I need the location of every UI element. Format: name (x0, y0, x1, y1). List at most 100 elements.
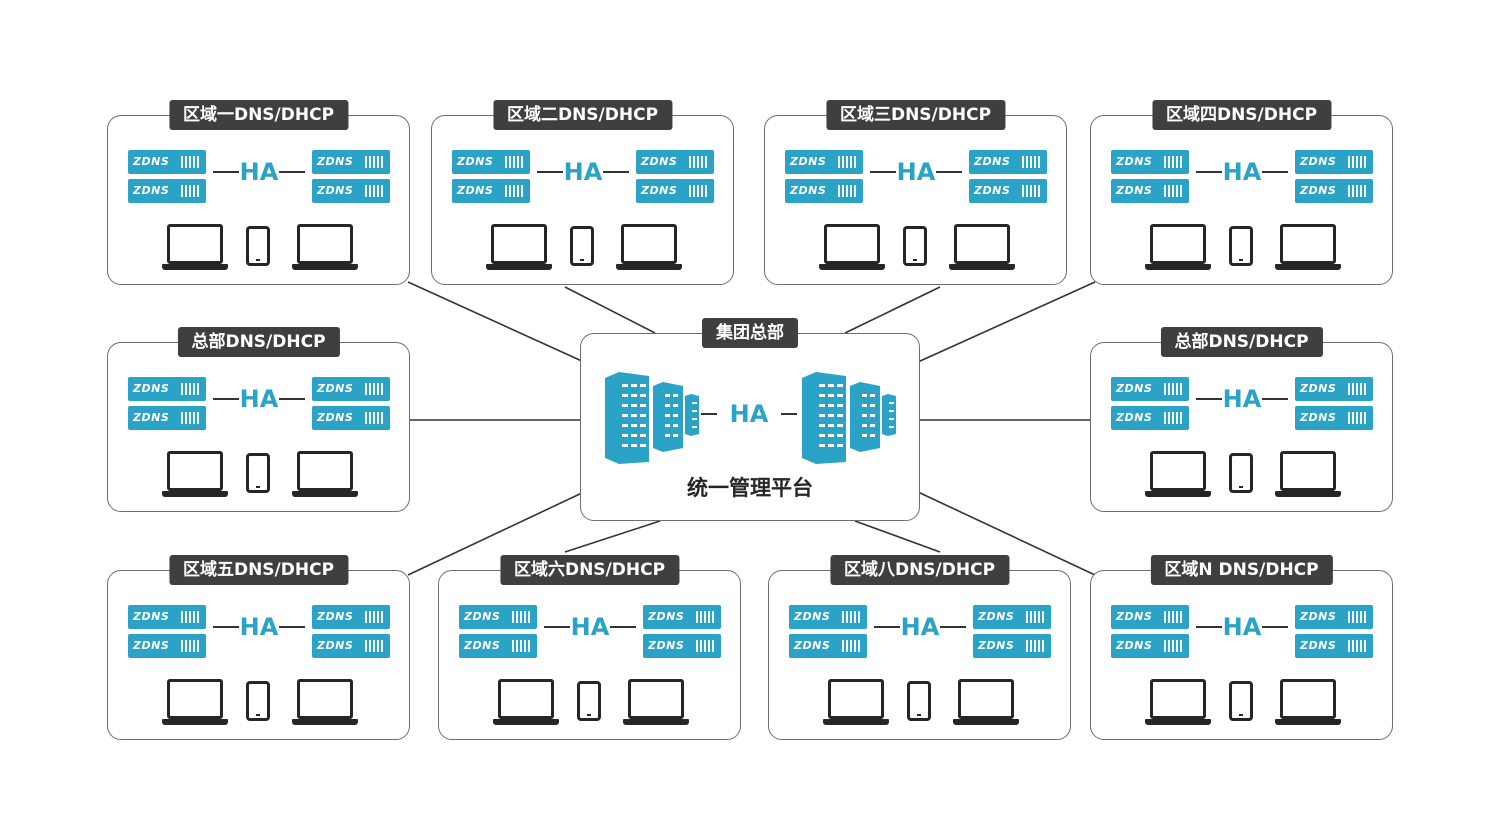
laptop-icon (162, 679, 228, 727)
ha-link-line (1262, 398, 1288, 400)
ha-link-line (537, 171, 563, 173)
dns-server-icon: ZDNS (128, 377, 206, 401)
region-label: 区域五DNS/DHCP (168, 555, 349, 585)
phone-icon (246, 226, 270, 266)
ha-label: HA (896, 158, 936, 186)
ha-link-line (940, 626, 966, 628)
laptop-icon (292, 679, 358, 727)
region-label: 总部DNS/DHCP (177, 327, 340, 357)
region-hq-right: 总部DNS/DHCP ZDNS ZDNS HA ZDNS ZDNS (1090, 327, 1393, 512)
ha-link-line (213, 398, 239, 400)
hq-label: 集团总部 (702, 318, 798, 348)
dns-server-icon: ZDNS (636, 150, 714, 174)
dns-server-icon: ZDNS (636, 179, 714, 203)
dns-server-icon: ZDNS (643, 634, 721, 658)
group-hq-platform: 集团总部 (580, 318, 920, 521)
region-label: 区域一DNS/DHCP (168, 100, 349, 130)
ha-link-line (870, 171, 896, 173)
client-devices (1145, 679, 1341, 729)
hq-ha-link: HA (701, 396, 797, 432)
region-4: 区域四DNS/DHCP ZDNS ZDNS HA ZDNS ZDNS (1090, 100, 1393, 285)
ha-link-line (874, 626, 900, 628)
dns-server-icon: ZDNS (1295, 377, 1373, 401)
ha-server-pair: ZDNS ZDNS HA ZDNS ZDNS (128, 150, 390, 208)
ha-link-line (213, 626, 239, 628)
server-stack: ZDNS ZDNS (452, 150, 530, 208)
region-n: 区域N DNS/DHCP ZDNS ZDNS HA ZDNS ZDNS (1090, 555, 1393, 740)
laptop-icon (623, 679, 689, 727)
ha-link-line (1196, 626, 1222, 628)
laptop-icon (292, 451, 358, 499)
laptop-icon (162, 451, 228, 499)
region-label: 区域八DNS/DHCP (829, 555, 1010, 585)
link-region-5 (407, 491, 585, 576)
region-hq-left: 总部DNS/DHCP ZDNS ZDNS HA ZDNS ZDNS (107, 327, 410, 512)
laptop-icon (1145, 679, 1211, 727)
ha-label: HA (239, 158, 279, 186)
phone-icon (570, 226, 594, 266)
client-devices (162, 451, 358, 501)
link-region-8 (854, 520, 941, 553)
phone-icon (903, 226, 927, 266)
ha-label: HA (900, 613, 940, 641)
region-2: 区域二DNS/DHCP ZDNS ZDNS HA ZDNS ZDNS (431, 100, 734, 285)
region-3: 区域三DNS/DHCP ZDNS ZDNS HA ZDNS ZDNS (764, 100, 1067, 285)
laptop-icon (162, 224, 228, 272)
link-region-1 (407, 281, 585, 363)
laptop-icon (819, 224, 885, 272)
region-label: 区域N DNS/DHCP (1150, 555, 1333, 585)
server-stack: ZDNS ZDNS (1295, 150, 1373, 208)
ha-link-line (279, 171, 305, 173)
dns-server-icon: ZDNS (128, 406, 206, 430)
link-region-n (917, 491, 1096, 576)
server-stack: ZDNS ZDNS (128, 150, 206, 208)
ha-link-line (936, 171, 962, 173)
laptop-icon (616, 224, 682, 272)
dns-server-icon: ZDNS (643, 605, 721, 629)
client-devices (162, 224, 358, 274)
ha-link-line (1196, 398, 1222, 400)
dns-server-icon: ZDNS (459, 634, 537, 658)
server-stack: ZDNS ZDNS (459, 605, 537, 663)
region-label: 区域六DNS/DHCP (499, 555, 680, 585)
dns-server-icon: ZDNS (1111, 605, 1189, 629)
dns-server-icon: ZDNS (1295, 179, 1373, 203)
dns-server-icon: ZDNS (1111, 377, 1189, 401)
ha-link-line (1196, 171, 1222, 173)
region-label: 区域二DNS/DHCP (492, 100, 673, 130)
region-5: 区域五DNS/DHCP ZDNS ZDNS HA ZDNS ZDNS (107, 555, 410, 740)
server-stack: ZDNS ZDNS (785, 150, 863, 208)
server-stack: ZDNS ZDNS (1111, 150, 1189, 208)
dns-server-icon: ZDNS (312, 406, 390, 430)
laptop-icon (493, 679, 559, 727)
ha-link-line (701, 413, 717, 415)
dns-server-icon: ZDNS (973, 634, 1051, 658)
hq-caption: 统一管理平台 (687, 476, 813, 500)
dns-server-icon: ZDNS (789, 634, 867, 658)
ha-server-pair: ZDNS ZDNS HA ZDNS ZDNS (785, 150, 1047, 208)
dns-server-icon: ZDNS (1295, 150, 1373, 174)
link-region-3 (844, 286, 941, 334)
server-stack: ZDNS ZDNS (312, 150, 390, 208)
dns-server-icon: ZDNS (128, 150, 206, 174)
dns-server-icon: ZDNS (1295, 406, 1373, 430)
server-stack: ZDNS ZDNS (969, 150, 1047, 208)
dns-server-icon: ZDNS (128, 605, 206, 629)
server-stack: ZDNS ZDNS (1295, 377, 1373, 435)
dns-server-icon: ZDNS (1295, 634, 1373, 658)
client-devices (819, 224, 1015, 274)
ha-label: HA (1222, 385, 1262, 413)
dns-server-icon: ZDNS (459, 605, 537, 629)
ha-link-line (544, 626, 570, 628)
ha-server-pair: ZDNS ZDNS HA ZDNS ZDNS (1111, 377, 1373, 435)
laptop-icon (949, 224, 1015, 272)
server-stack: ZDNS ZDNS (312, 377, 390, 435)
server-stack: ZDNS ZDNS (1295, 605, 1373, 663)
dns-server-icon: ZDNS (973, 605, 1051, 629)
ha-server-pair: ZDNS ZDNS HA ZDNS ZDNS (128, 605, 390, 663)
datacenter-server-icon (802, 372, 897, 464)
ha-server-pair: ZDNS ZDNS HA ZDNS ZDNS (459, 605, 721, 663)
ha-link-line (279, 626, 305, 628)
dns-server-icon: ZDNS (1111, 634, 1189, 658)
